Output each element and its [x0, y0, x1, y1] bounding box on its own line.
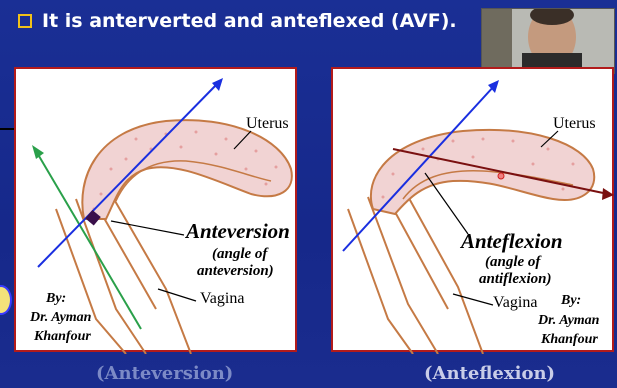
author-name-1: Dr. Ayman [538, 311, 599, 330]
anteversion-caption: (Anteversion) [96, 363, 233, 384]
author-name-1: Dr. Ayman [30, 308, 91, 327]
author-by: By: [561, 291, 581, 310]
anteflexion-subtitle-2: antiflexion) [479, 270, 552, 288]
bullet-row: It is anterverted and anteflexed (AVF). [18, 10, 457, 32]
anteversion-panel: Uterus Anteversion (angle of anteversion… [14, 67, 297, 352]
author-name-2: Khanfour [34, 327, 91, 346]
uterus-label: Uterus [246, 115, 289, 133]
bullet-text: It is anterverted and anteflexed (AVF). [42, 10, 457, 32]
anteversion-title: Anteversion [186, 219, 290, 244]
anteflexion-caption: (Anteflexion) [424, 363, 555, 384]
anteflexion-title: Anteflexion [461, 229, 563, 254]
presenter-video-icon [481, 8, 615, 74]
bullet-square-icon [18, 14, 32, 28]
anteversion-subtitle-1: (angle of [212, 245, 267, 263]
left-edge-ring [0, 285, 12, 315]
author-by: By: [46, 289, 66, 308]
anteflexion-subtitle-1: (angle of [485, 253, 540, 271]
vagina-label: Vagina [200, 290, 244, 308]
anteflexion-panel: Uterus Anteflexion (angle of antiflexion… [331, 67, 614, 352]
anteversion-subtitle-2: anteversion) [197, 262, 274, 280]
author-name-2: Khanfour [541, 330, 598, 349]
vagina-label: Vagina [493, 294, 537, 312]
uterus-label: Uterus [553, 115, 596, 133]
